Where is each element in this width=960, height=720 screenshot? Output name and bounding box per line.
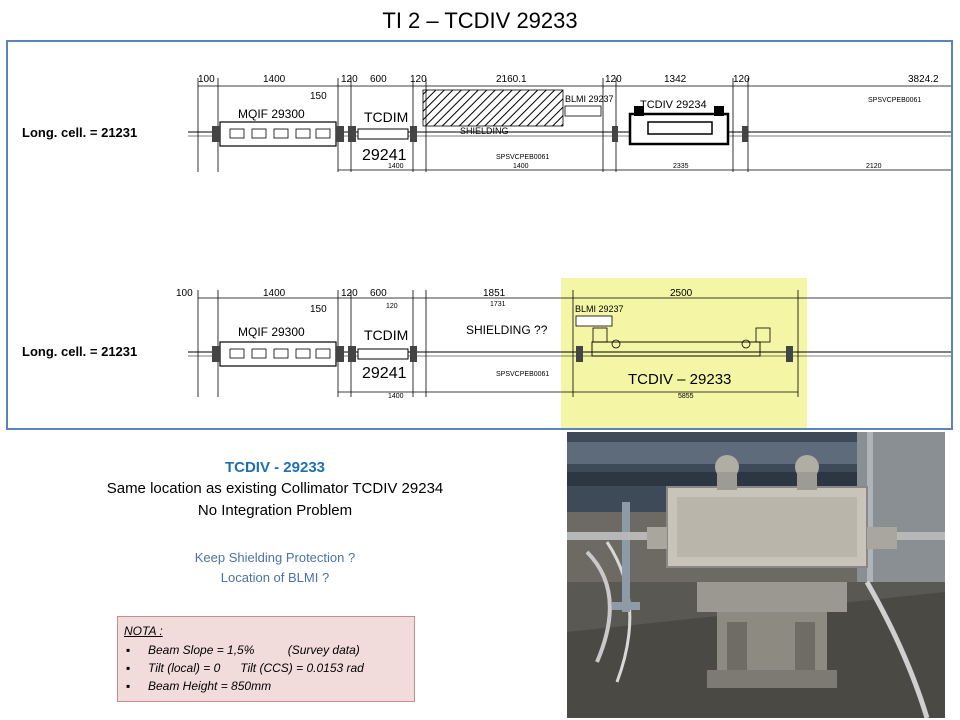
highlight-box <box>561 278 807 428</box>
nota-item-beam-height: Beam Height = 850mm <box>124 677 408 695</box>
caption-line-2: No Integration Problem <box>197 502 353 519</box>
bottom-dim-2500: 2500 <box>670 288 693 299</box>
nota-box: NOTA : Beam Slope = 1,5% (Survey data) T… <box>117 616 415 702</box>
top-tcdiv-flange-l <box>612 126 618 142</box>
nota-title: NOTA : <box>124 624 163 638</box>
nota-list: Beam Slope = 1,5% (Survey data) Tilt (lo… <box>124 641 408 695</box>
top-dim-150: 150 <box>310 91 327 102</box>
bottom-tcdim-label: TCDIM <box>364 327 408 343</box>
bottom-blmi-box <box>575 315 613 327</box>
bottom-tcdiv-knob-r <box>741 339 751 349</box>
top-quad-label: MQIF 29300 <box>238 107 305 121</box>
bottom-tcdiv-body <box>591 341 761 357</box>
bottom-tcdim-id: 29241 <box>362 365 407 382</box>
collimator-photo <box>567 432 945 718</box>
open-questions: Keep Shielding Protection ? Location of … <box>40 548 510 588</box>
top-shielding-block <box>422 89 564 127</box>
top-dim-600: 600 <box>370 74 387 85</box>
drawing-canvas: Long. cell. = 21231 100 1400 150 120 600… <box>22 74 951 428</box>
slide-title: TI 2 – TCDIV 29233 <box>382 8 578 33</box>
top-tcdiv-inner <box>647 121 713 135</box>
top-dim-2160: 2160.1 <box>496 74 527 85</box>
top-tcdim-flange-r <box>410 126 417 142</box>
top-tcdiv-post-r <box>714 106 724 116</box>
bottom-quad-segments <box>229 348 331 359</box>
bottom-dim-120a: 120 <box>341 288 358 299</box>
bottom-blmi-label: BLMI 29237 <box>575 304 624 314</box>
bottom-dim-100: 100 <box>176 288 193 299</box>
top-ref-label-2: SPSVCPEB0061 <box>868 97 921 104</box>
top-tcdiv-label: TCDIV 29234 <box>640 99 707 111</box>
bottom-tcdiv-box-l <box>592 327 608 343</box>
nota-item-tilt: Tilt (local) = 0 Tilt (CCS) = 0.0153 rad <box>124 659 408 677</box>
bottom-ref-label: SPSVCPEB0061 <box>496 371 549 378</box>
top-lower-dim-1400a: 1400 <box>388 163 404 170</box>
top-blmi-label: BLMI 29237 <box>565 94 614 104</box>
bottom-dim-150: 150 <box>310 304 327 315</box>
top-dim-1342: 1342 <box>664 74 687 85</box>
top-lower-dim-2120: 2120 <box>866 163 882 170</box>
technical-drawing: Long. cell. = 21231 100 1400 150 120 600… <box>6 40 953 430</box>
bottom-tcdiv-box-r <box>755 327 771 343</box>
question-shielding: Keep Shielding Protection ? <box>194 550 356 565</box>
top-tcdim-label: TCDIM <box>364 109 408 125</box>
top-ref-label-1: SPSVCPEB0061 <box>496 154 549 161</box>
bottom-cell-label: Long. cell. = 21231 <box>22 344 137 359</box>
top-blmi-box <box>564 105 602 117</box>
question-blmi: Location of BLMI ? <box>220 570 330 585</box>
top-tcdim-body <box>357 128 409 140</box>
bottom-lower-dim-1400: 1400 <box>388 393 404 400</box>
bottom-quad-flange-r <box>336 346 344 362</box>
bottom-dim-1400: 1400 <box>263 288 286 299</box>
top-row: Long. cell. = 21231 100 1400 150 120 600… <box>22 74 951 172</box>
top-quad-flange-r <box>336 126 344 142</box>
bottom-tcdiv-flange-r <box>786 346 793 362</box>
top-dim-1400: 1400 <box>263 74 286 85</box>
top-shielding-label: SHIELDING <box>460 126 509 136</box>
bottom-lower-dim-5855: 5855 <box>678 393 694 400</box>
top-tcdiv-flange-r <box>742 126 748 142</box>
bottom-quad-label: MQIF 29300 <box>238 325 305 339</box>
bottom-row: Long. cell. = 21231 100 1400 150 120 600… <box>22 288 951 400</box>
top-tcdiv-post-l <box>634 106 644 116</box>
top-dim-120d: 120 <box>733 74 750 85</box>
bottom-tcdim-body <box>357 348 409 360</box>
bottom-tcdim-flange-r <box>410 346 417 362</box>
bottom-quad-flange-l <box>212 346 220 362</box>
bottom-shielding-label: SHIELDING ?? <box>466 323 548 337</box>
top-dim-100: 100 <box>198 74 215 85</box>
bottom-dim-1731: 1731 <box>490 301 506 308</box>
top-quad-segments <box>229 128 331 139</box>
bottom-dim-120b: 120 <box>386 303 398 310</box>
top-dim-120c: 120 <box>605 74 622 85</box>
caption-block: TCDIV - 29233 Same location as existing … <box>40 458 510 522</box>
top-tcdim-id: 29241 <box>362 147 407 164</box>
top-lower-dim-1400b: 1400 <box>513 163 529 170</box>
caption-line-1: Same location as existing Collimator TCD… <box>106 480 444 497</box>
bottom-tcdim-flange <box>348 346 356 362</box>
top-dim-120a: 120 <box>341 74 358 85</box>
top-dim-120b: 120 <box>410 74 427 85</box>
top-cell-label: Long. cell. = 21231 <box>22 125 137 140</box>
bottom-tcdiv-knob-l <box>611 339 621 349</box>
top-tcdim-flange <box>348 126 356 142</box>
collimator-photo-image <box>567 432 945 718</box>
bottom-dim-ticks <box>197 290 799 397</box>
top-quad-flange-l <box>212 126 220 142</box>
top-lower-dim-2335: 2335 <box>673 163 689 170</box>
bottom-tcdiv-label: TCDIV – 29233 <box>628 371 731 388</box>
top-dim-3824: 3824.2 <box>908 74 939 85</box>
bottom-tcdiv-flange-l <box>576 346 583 362</box>
caption-title: TCDIV - 29233 <box>224 459 326 476</box>
nota-item-beam-slope: Beam Slope = 1,5% (Survey data) <box>124 641 408 659</box>
bottom-dim-600: 600 <box>370 288 387 299</box>
bottom-dim-1851: 1851 <box>483 288 506 299</box>
